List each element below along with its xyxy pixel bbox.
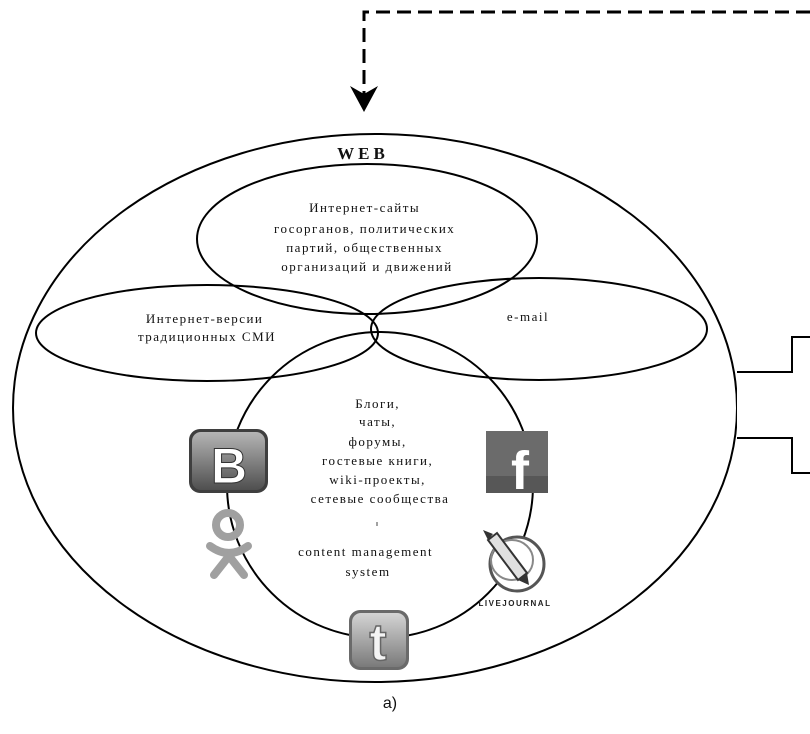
government-sites-label: Интернет-сайты госорганов, политических … — [274, 200, 460, 274]
outgoing-arrow — [737, 336, 810, 474]
svg-text:f: f — [511, 441, 530, 501]
odnoklassniki-icon — [206, 509, 252, 579]
vkontakte-icon: B — [189, 429, 268, 495]
traditional-media-label: Интернет-версии традиционных СМИ — [138, 311, 276, 344]
cms-label: content management system — [298, 544, 438, 579]
email-ellipse — [370, 277, 708, 381]
dashed-arrowhead — [350, 86, 378, 112]
figure-caption: a) — [383, 695, 397, 712]
twitter-icon: t — [349, 610, 409, 673]
email-label: e-mail — [507, 309, 549, 324]
svg-text:t: t — [369, 614, 386, 672]
livejournal-icon: LIVEJOURNAL — [479, 530, 552, 608]
web-label: WEB — [337, 144, 389, 163]
dashed-feedback-line — [362, 10, 810, 100]
social-media-label: Блоги, чаты, форумы, гостевые книги, wik… — [311, 396, 450, 506]
government-sites-ellipse — [196, 163, 538, 315]
svg-text:LIVEJOURNAL: LIVEJOURNAL — [479, 599, 552, 608]
svg-text:B: B — [211, 438, 247, 494]
facebook-icon: f — [486, 431, 548, 501]
